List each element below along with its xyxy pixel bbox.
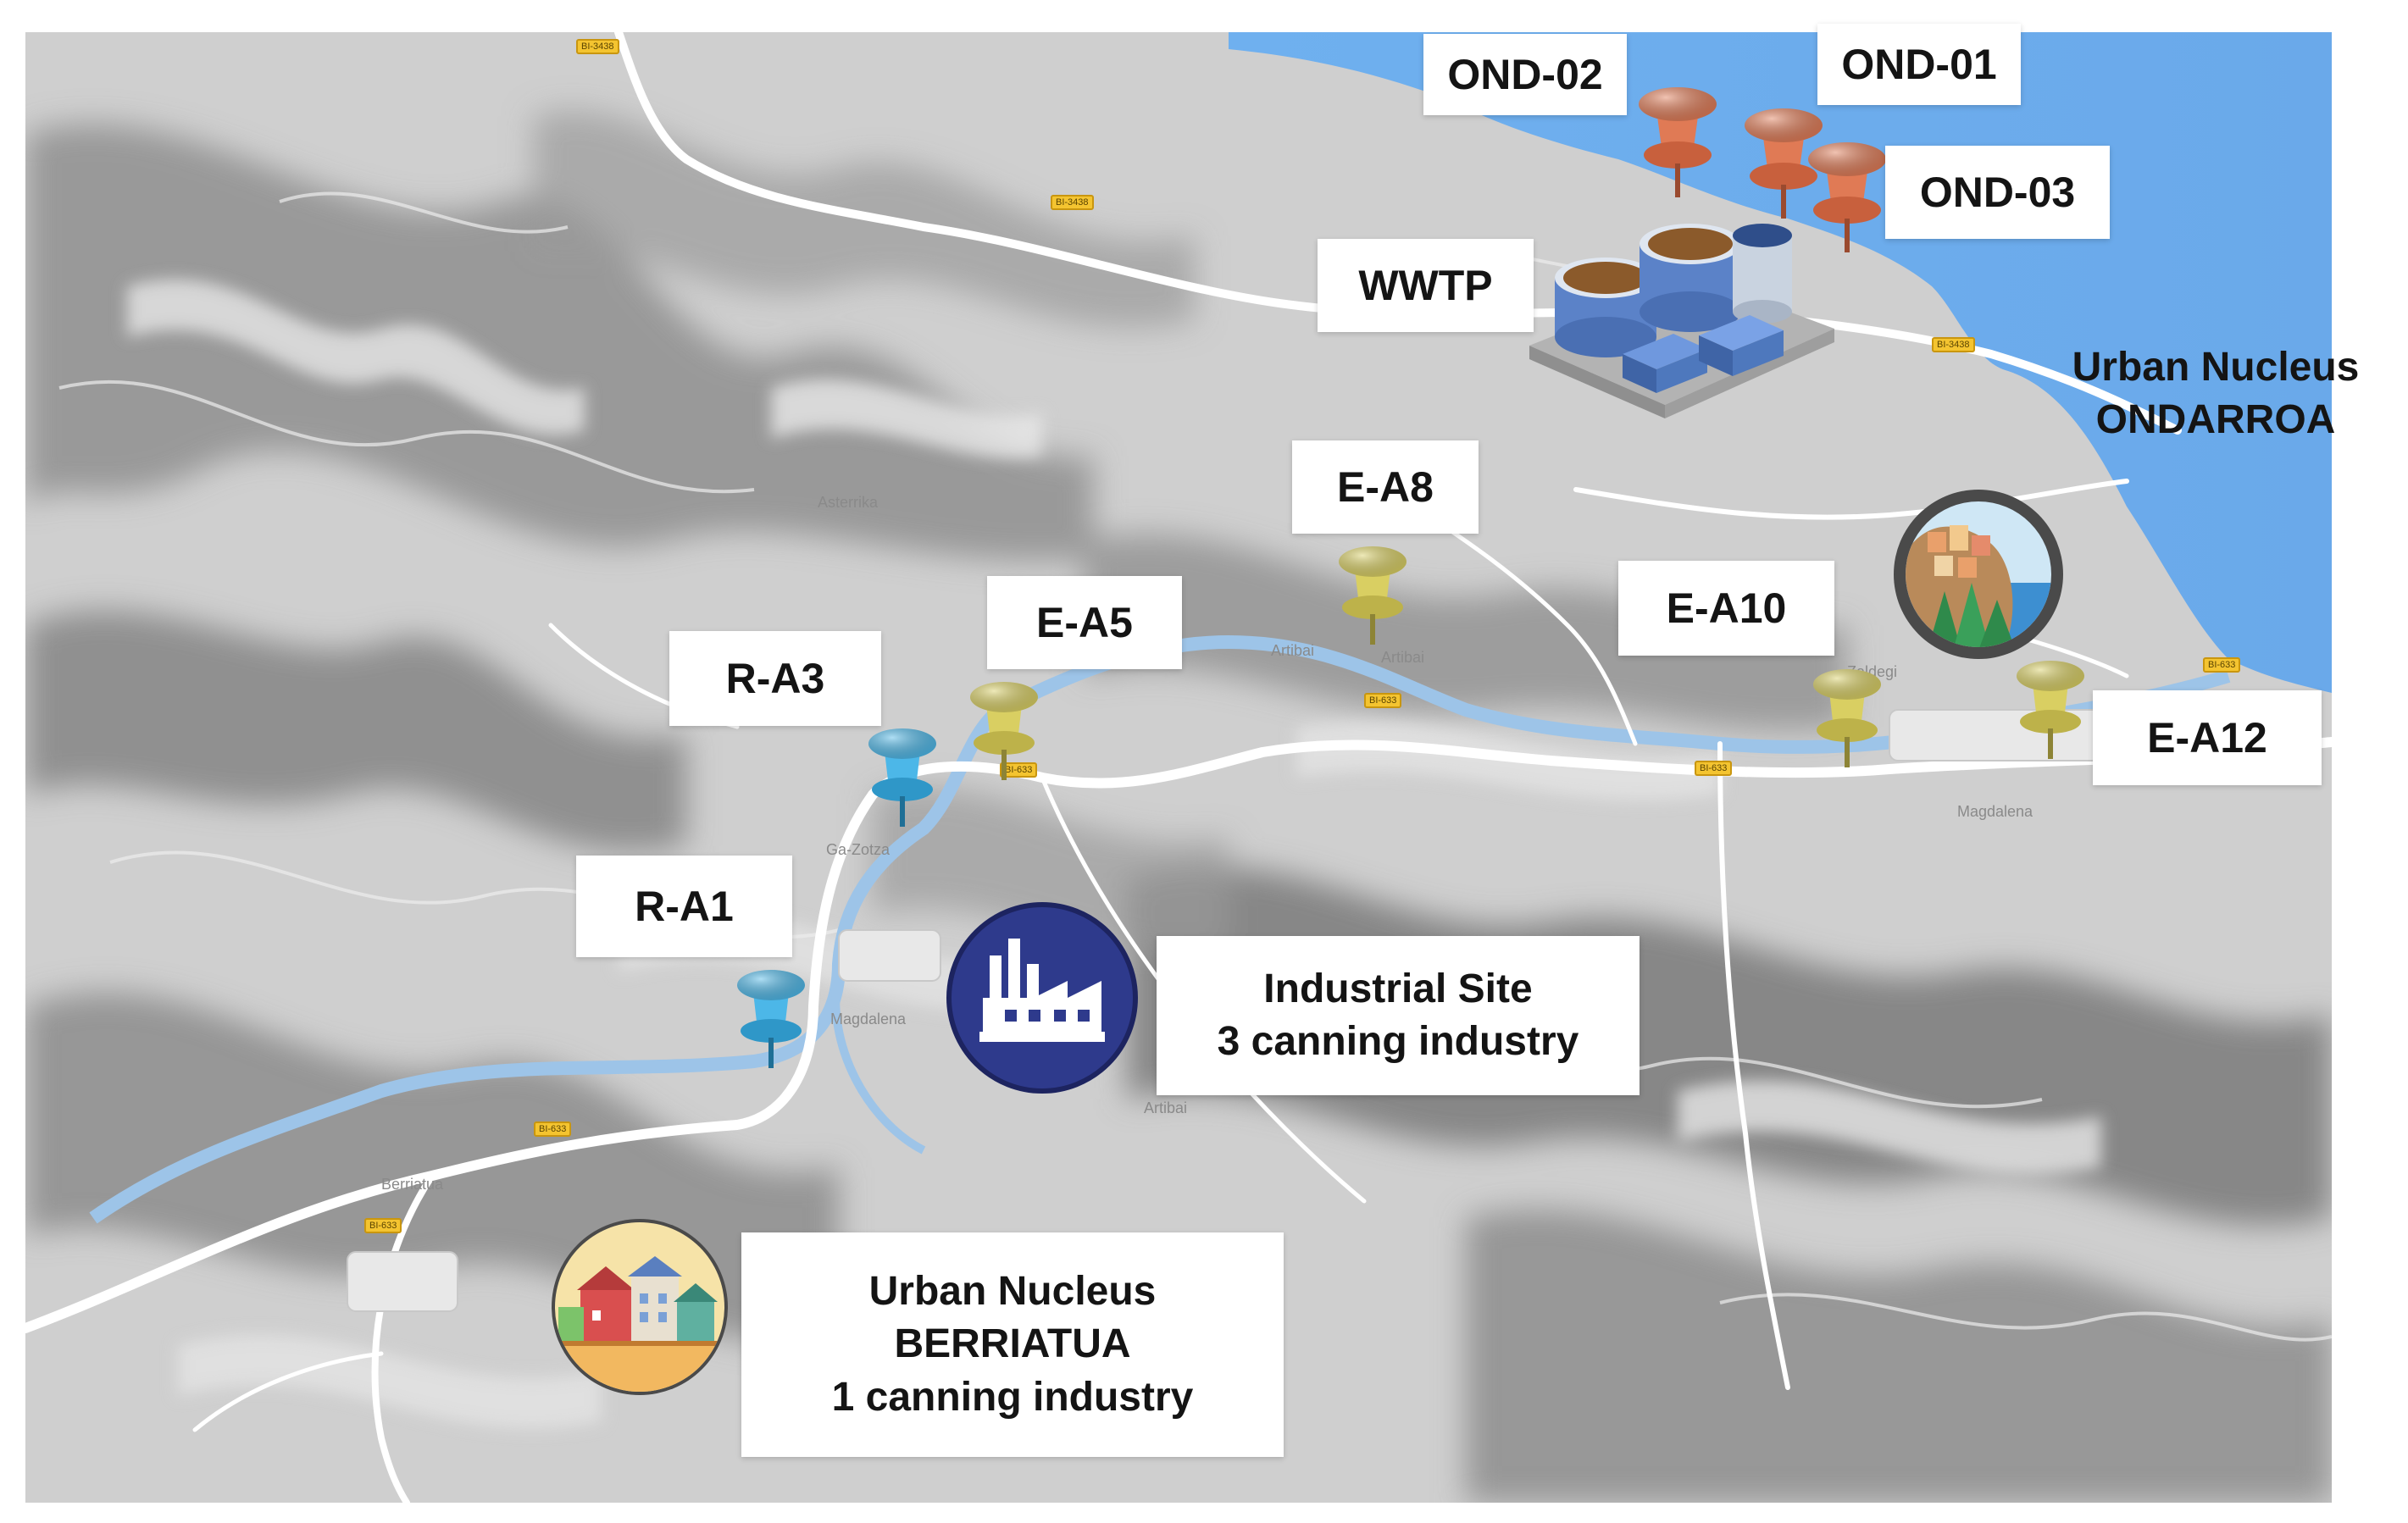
urban-nucleus-ondarroa-label: Urban Nucleus ONDARROA [2029, 326, 2402, 462]
road-number-tag: BI-633 [534, 1121, 572, 1137]
pin-icon-ond-02[interactable] [1639, 87, 1717, 197]
place-name: Asterrika [818, 494, 879, 511]
wwtp-label: WWTP [1318, 239, 1534, 332]
road-number-tag: BI-633 [364, 1218, 402, 1233]
pin-icon-e-a8[interactable] [1339, 546, 1407, 645]
built-up-areas [347, 709, 2111, 1312]
label-line: BERRIATUA [894, 1321, 1131, 1367]
place-name: Artibai [1271, 642, 1315, 659]
place-name: Ga-Zotza [826, 841, 891, 858]
pin-icon-ond-03[interactable] [1808, 142, 1886, 252]
ocean-point-label: OND-01 [1817, 24, 2021, 105]
pin-icon-e-a5[interactable] [970, 682, 1038, 780]
road-number-tag: BI-633 [1364, 693, 1402, 708]
place-name: Berriatua [381, 1176, 444, 1193]
urban-nucleus-berriatua-label: Urban Nucleus BERRIATUA 1 canning indust… [741, 1232, 1284, 1457]
terrain-map [25, 32, 2332, 1503]
marker-layer [552, 87, 2084, 1395]
town-buildings-icon[interactable] [552, 1219, 728, 1395]
pin-icon-r-a3[interactable] [868, 728, 936, 827]
road-number-tag: BI-633 [1000, 762, 1038, 778]
road-number-tag: BI-3438 [1051, 195, 1094, 210]
label-line: Industrial Site [1263, 966, 1533, 1011]
place-name: Magdalena [830, 1011, 907, 1027]
estuary-point-label: E-A5 [987, 576, 1182, 669]
factory-icon[interactable] [946, 902, 1138, 1094]
estuary-point-label: E-A12 [2093, 690, 2322, 785]
pin-icon-r-a1[interactable] [737, 970, 805, 1068]
place-name: Artibai [1144, 1099, 1188, 1116]
industrial-site-label: Industrial Site 3 canning industry [1157, 936, 1640, 1095]
pin-icon-e-a12[interactable] [2017, 661, 2084, 759]
map-canvas[interactable]: BI-3438 BI-3438 BI-3438 BI-633 BI-633 BI… [25, 32, 2332, 1503]
label-line: 1 canning industry [831, 1374, 1194, 1420]
pin-icon-e-a10[interactable] [1813, 669, 1881, 767]
estuary-point-label: E-A8 [1292, 440, 1479, 534]
river-branch [831, 963, 926, 1155]
road-number-tag: BI-633 [2203, 657, 2241, 673]
place-name: Artibai [1381, 649, 1425, 666]
ocean-point-label: OND-03 [1885, 146, 2110, 239]
road-number-tag: BI-3438 [1932, 337, 1975, 352]
ocean-point-label: OND-02 [1423, 34, 1627, 115]
pin-icon-ond-01[interactable] [1745, 108, 1823, 219]
river-point-label: R-A3 [669, 631, 881, 726]
label-line: Urban Nucleus [868, 1268, 1157, 1314]
place-name: Magdalena [1957, 803, 2033, 820]
road-number-tag: BI-633 [1695, 761, 1733, 776]
estuary-point-label: E-A10 [1618, 561, 1834, 656]
label-line: ONDARROA [2095, 397, 2336, 442]
wastewater-treatment-plant-icon[interactable] [1529, 224, 1834, 418]
river-point-label: R-A1 [576, 856, 792, 957]
label-line: Urban Nucleus [2072, 344, 2360, 390]
coastal-town-icon[interactable] [1894, 490, 2063, 659]
label-line: 3 canning industry [1217, 1019, 1579, 1064]
road-number-tag: BI-3438 [576, 39, 619, 54]
